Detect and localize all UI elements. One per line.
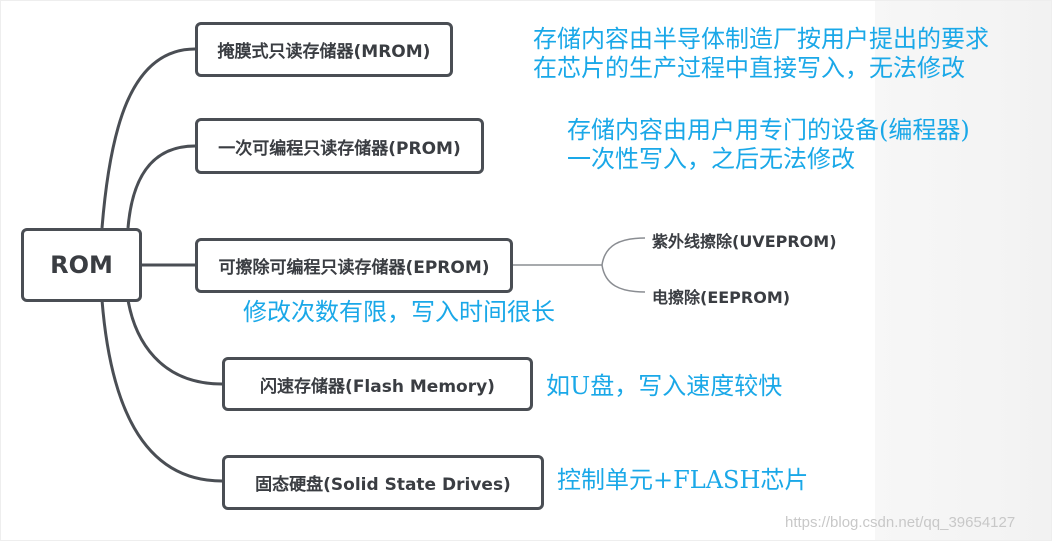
node-prom: 一次可编程只读存储器(PROM) [195, 118, 484, 174]
connector-ssd [100, 299, 223, 483]
note-ssd: 控制单元+FLASH芯片 [557, 466, 809, 494]
node-label: 可擦除可编程只读存储器(EPROM) [218, 258, 490, 278]
node-eeprom: 电擦除(EEPROM) [652, 288, 791, 307]
connector-eeprom [601, 264, 646, 293]
connector-mrom [100, 47, 196, 229]
node-label: 一次可编程只读存储器(PROM) [218, 138, 461, 159]
note-eprom: 修改次数有限，写入时间很长 [243, 298, 555, 326]
node-label: 固态硬盘(Solid State Drives) [255, 475, 511, 495]
root-label: ROM [50, 251, 113, 279]
note-line: 在芯片的生产过程中直接写入，无法修改 [533, 54, 965, 82]
note-flash: 如U盘，写入速度较快 [546, 372, 783, 400]
connector-uveprom [601, 237, 646, 266]
node-flash: 闪速存储器(Flash Memory) [222, 357, 533, 411]
node-uveprom: 紫外线擦除(UVEPROM) [652, 232, 837, 251]
root-node-rom: ROM [21, 228, 142, 302]
background-panel [875, 0, 1052, 541]
note-prom: 存储内容由用户用专门的设备(编程器) 一次性写入，之后无法修改 [567, 116, 970, 174]
node-label: 掩膜式只读存储器(MROM) [217, 42, 431, 62]
node-mrom: 掩膜式只读存储器(MROM) [195, 22, 453, 77]
note-line: 存储内容由用户用专门的设备(编程器) [567, 116, 970, 144]
note-line: 一次性写入，之后无法修改 [567, 145, 855, 173]
note-line: 存储内容由半导体制造厂按用户提出的要求 [533, 25, 989, 53]
node-label: 闪速存储器(Flash Memory) [260, 376, 495, 397]
node-eprom: 可擦除可编程只读存储器(EPROM) [195, 238, 513, 293]
connector-prom [126, 144, 196, 229]
node-ssd: 固态硬盘(Solid State Drives) [222, 455, 544, 510]
watermark: https://blog.csdn.net/qq_39654127 [785, 514, 1016, 531]
connector-flash [126, 299, 223, 386]
note-mrom: 存储内容由半导体制造厂按用户提出的要求 在芯片的生产过程中直接写入，无法修改 [533, 25, 989, 83]
